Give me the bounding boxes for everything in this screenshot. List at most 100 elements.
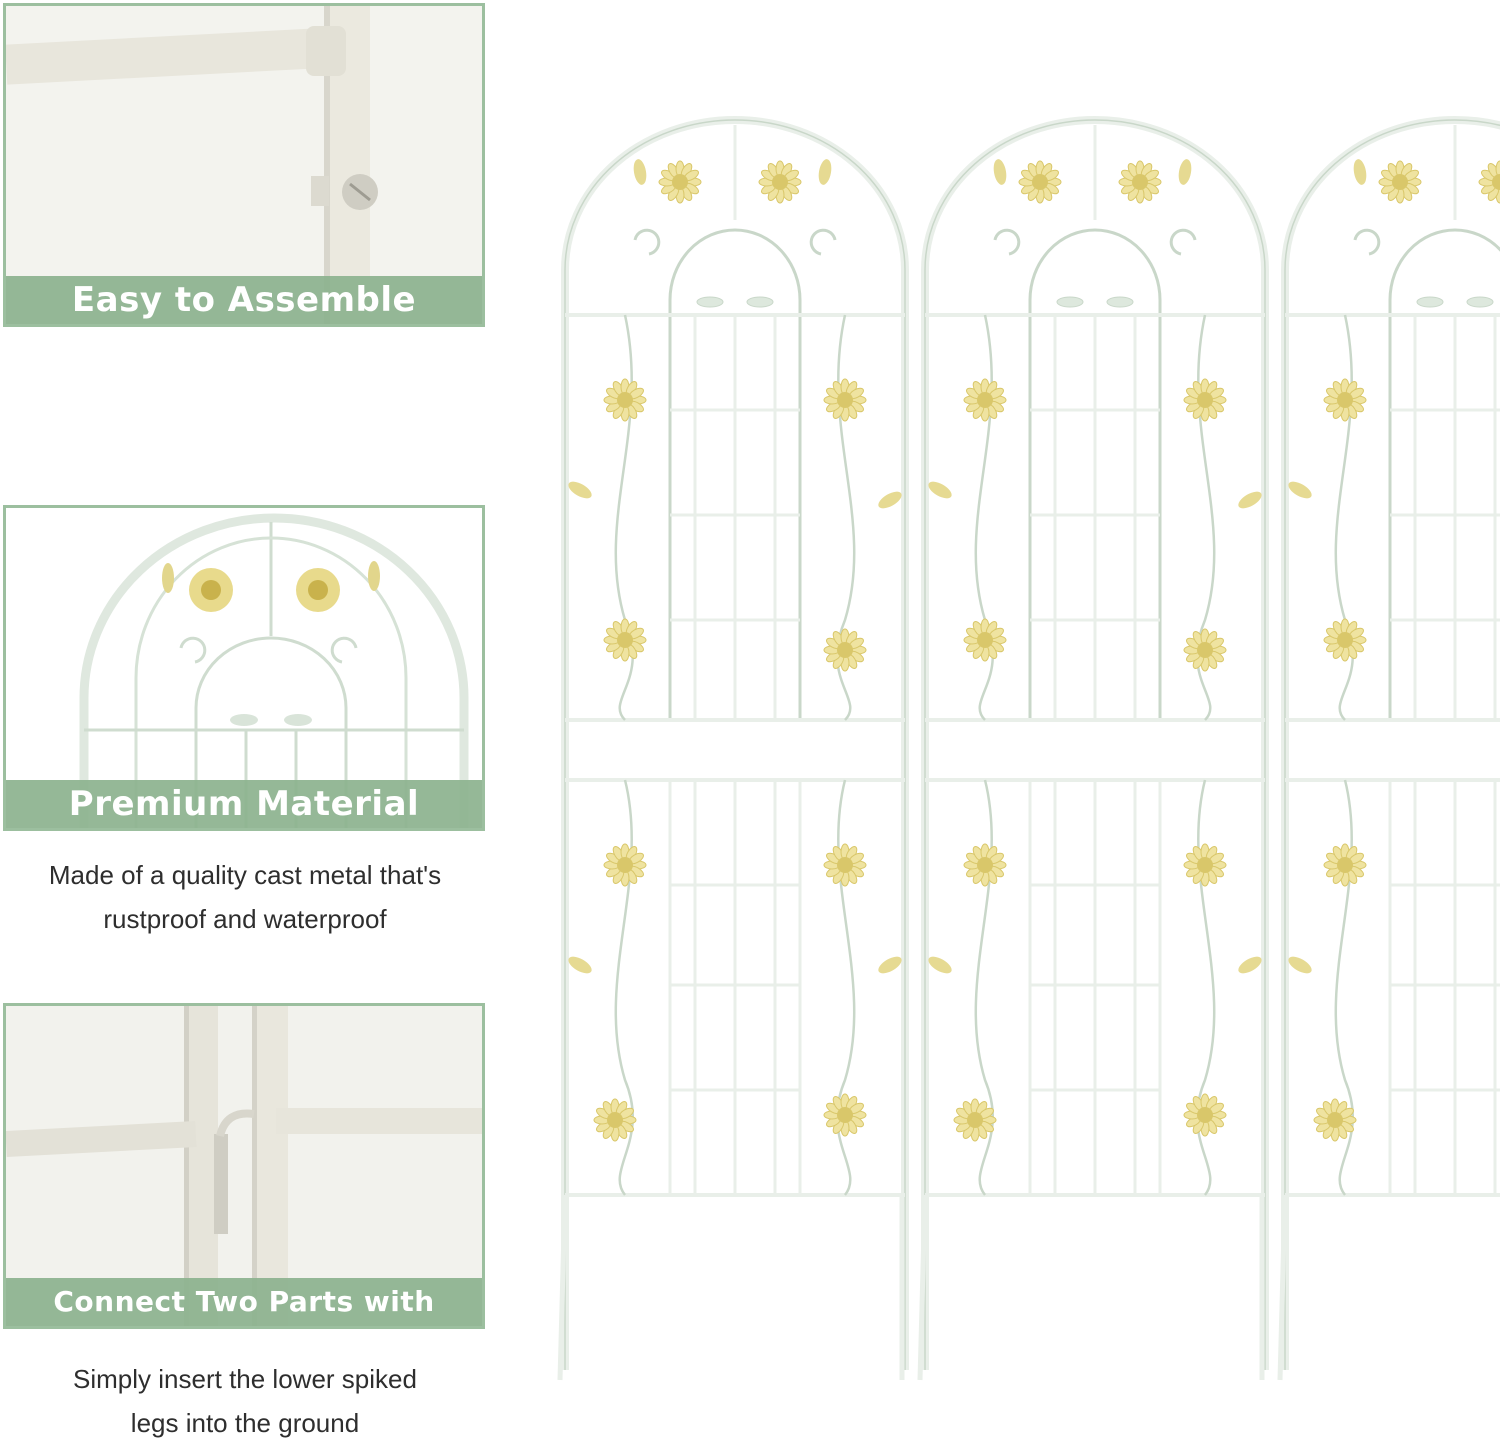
leaf-icon [1288,481,1312,499]
flower-icon [1183,843,1227,887]
flower-icon [823,378,867,422]
trellis-frame-edge [1284,119,1500,1370]
leaf-icon [1288,956,1312,974]
inner-arch [1028,228,1162,720]
caption-easy-assemble: Easy to Assemble [6,276,482,324]
flower-center [1337,632,1353,648]
flower-petal [1495,160,1500,178]
curl [993,228,1021,256]
leaf-icon [1238,491,1262,509]
leaf-icon [568,956,592,974]
leaf-icon [928,956,952,974]
flower-center [1327,1112,1343,1128]
connect-parts-description: Simply insert the lower spiked legs into… [0,1357,490,1445]
leaf-icon [818,159,832,185]
leaf-icon [162,561,380,593]
leaf-icon [993,159,1007,185]
flower-center [1032,174,1048,190]
bird-icon [1056,296,1084,308]
trellis-bar [557,1194,568,1381]
flower-center [607,1112,623,1128]
flower-center [837,857,853,873]
flower-center [772,174,788,190]
flower-center [1337,392,1353,408]
flower-icon [603,618,647,662]
flower-icon [823,843,867,887]
trellis-bar [1277,1194,1288,1381]
bird-icon [1106,296,1134,308]
flower-center [967,1112,983,1128]
leaf-icon [568,481,592,499]
flower-center [977,632,993,648]
bird-icon [230,714,312,726]
flower-icon [963,843,1007,887]
flower-center [837,392,853,408]
flower-icon [1323,618,1367,662]
feature-premium-material: Premium Material [3,505,485,831]
inner-arch [668,228,802,720]
flower-center [672,174,688,190]
flower-icon [1323,378,1367,422]
feature-connect-parts: Connect Two Parts with Screws [3,1003,485,1329]
leaf-icon [633,159,647,185]
trellis-panel [1277,116,1500,1381]
flower-icon [1018,160,1062,204]
curl [809,228,837,256]
flower-icon [963,378,1007,422]
screw-icon [342,174,378,210]
assembly-closeup-image [6,6,482,324]
flower-center [1337,857,1353,873]
flower-icon [1313,1098,1357,1142]
leaf-icon [1353,159,1367,185]
trellis-frame-edge [564,119,906,1370]
trellis-product-image [557,116,1500,1381]
leaf-icon [1238,956,1262,974]
curl [1169,228,1197,256]
leaf-icon [928,481,952,499]
flower-icon [603,843,647,887]
inner-arch [1388,228,1500,720]
flower-center [837,1107,853,1123]
flower-center [1197,642,1213,658]
flower-icon [823,628,867,672]
trellis-frame-edge [924,119,1266,1370]
flower-center [1197,392,1213,408]
trellis-frame [1281,116,1500,1370]
description-line: legs into the ground [130,1408,360,1438]
bird-icon [1416,296,1444,308]
connection-closeup-image [6,1006,482,1326]
flower-icon [963,618,1007,662]
flower-icon [1118,160,1162,204]
flower-icon [189,568,340,612]
flower-center [837,642,853,658]
flower-icon [953,1098,997,1142]
flower-icon [593,1098,637,1142]
flower-center [617,857,633,873]
flower-center [1392,174,1408,190]
flower-center [977,392,993,408]
flower-icon [1378,160,1422,204]
flower-icon [658,160,702,204]
flower-center [1492,174,1500,190]
bird-icon [746,296,774,308]
trellis-panel [917,116,1269,1381]
flower-icon [1183,378,1227,422]
flower-icon [1323,843,1367,887]
leaf-icon [1178,159,1192,185]
leaf-icon [878,491,902,509]
bird-icon [696,296,724,308]
flower-icon [603,378,647,422]
feature-easy-assemble: Easy to Assemble [3,3,485,327]
flower-icon [1183,1093,1227,1137]
description-line: rustproof and waterproof [103,904,387,934]
flower-icon [758,160,802,204]
flower-center [977,857,993,873]
flower-center [617,632,633,648]
leaf-icon [878,956,902,974]
premium-material-description: Made of a quality cast metal that's rust… [0,853,490,941]
caption-premium-material: Premium Material [6,780,482,828]
trellis-bar [917,1194,928,1381]
caption-connect-parts: Connect Two Parts with Screws [6,1278,482,1326]
curl [1353,228,1381,256]
flower-icon [1478,160,1500,204]
